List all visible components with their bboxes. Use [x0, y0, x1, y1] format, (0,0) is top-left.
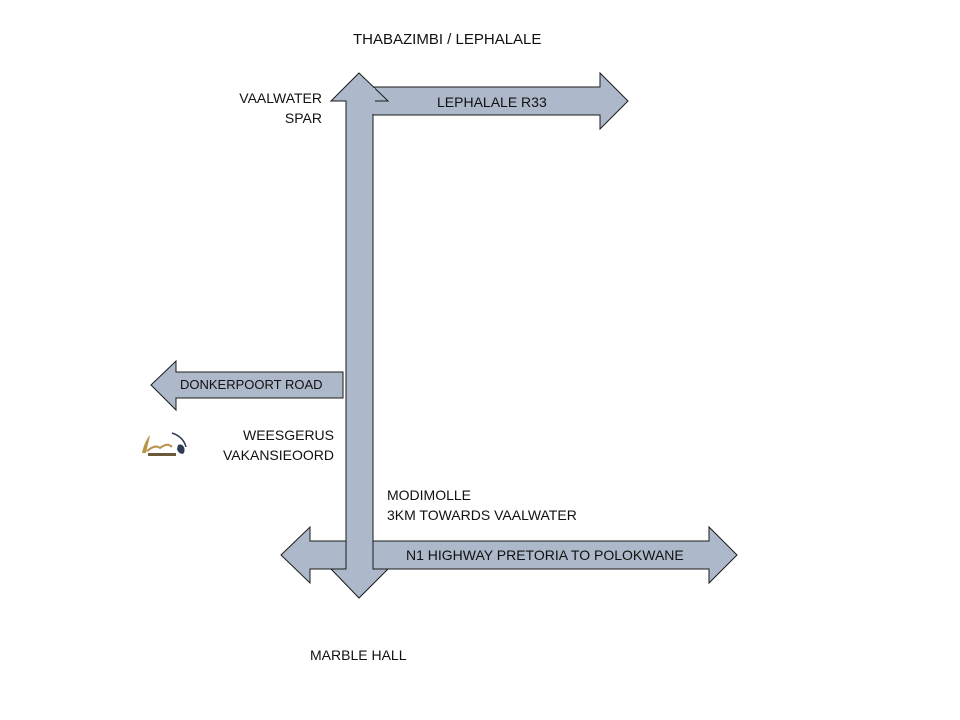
resort-logo-icon	[142, 432, 187, 456]
junction-fill	[372, 88, 375, 114]
south-destination-label: MARBLE HALL	[310, 647, 407, 663]
lephalale-r33-arrow	[372, 71, 629, 131]
vaalwater-line2: SPAR	[284, 110, 322, 126]
vaalwater-spar-label: VAALWATER SPAR	[222, 88, 322, 128]
main-road-arrow	[329, 72, 390, 599]
vaalwater-line1: VAALWATER	[239, 90, 322, 106]
donkerpoort-road-arrow	[150, 359, 344, 412]
donkerpoort-road-label: DONKERPOORT ROAD	[180, 377, 323, 392]
r33-road-label: LEPHALALE R33	[437, 94, 547, 110]
weesgerus-line1: WEESGERUS	[242, 427, 334, 443]
modimolle-line2: 3KM TOWARDS VAALWATER	[387, 507, 577, 523]
n1-highway-label: N1 HIGHWAY PRETORIA TO POLOKWANE	[406, 547, 684, 563]
north-destination-label: THABAZIMBI / LEPHALALE	[353, 31, 542, 48]
weesgerus-line2: VAKANSIEOORD	[223, 447, 334, 463]
modimolle-label: MODIMOLLE 3KM TOWARDS VAALWATER	[387, 485, 577, 525]
modimolle-line1: MODIMOLLE	[387, 487, 472, 503]
n1-highway-arrow	[280, 525, 738, 585]
weesgerus-label: WEESGERUS VAKANSIEOORD	[204, 425, 334, 465]
